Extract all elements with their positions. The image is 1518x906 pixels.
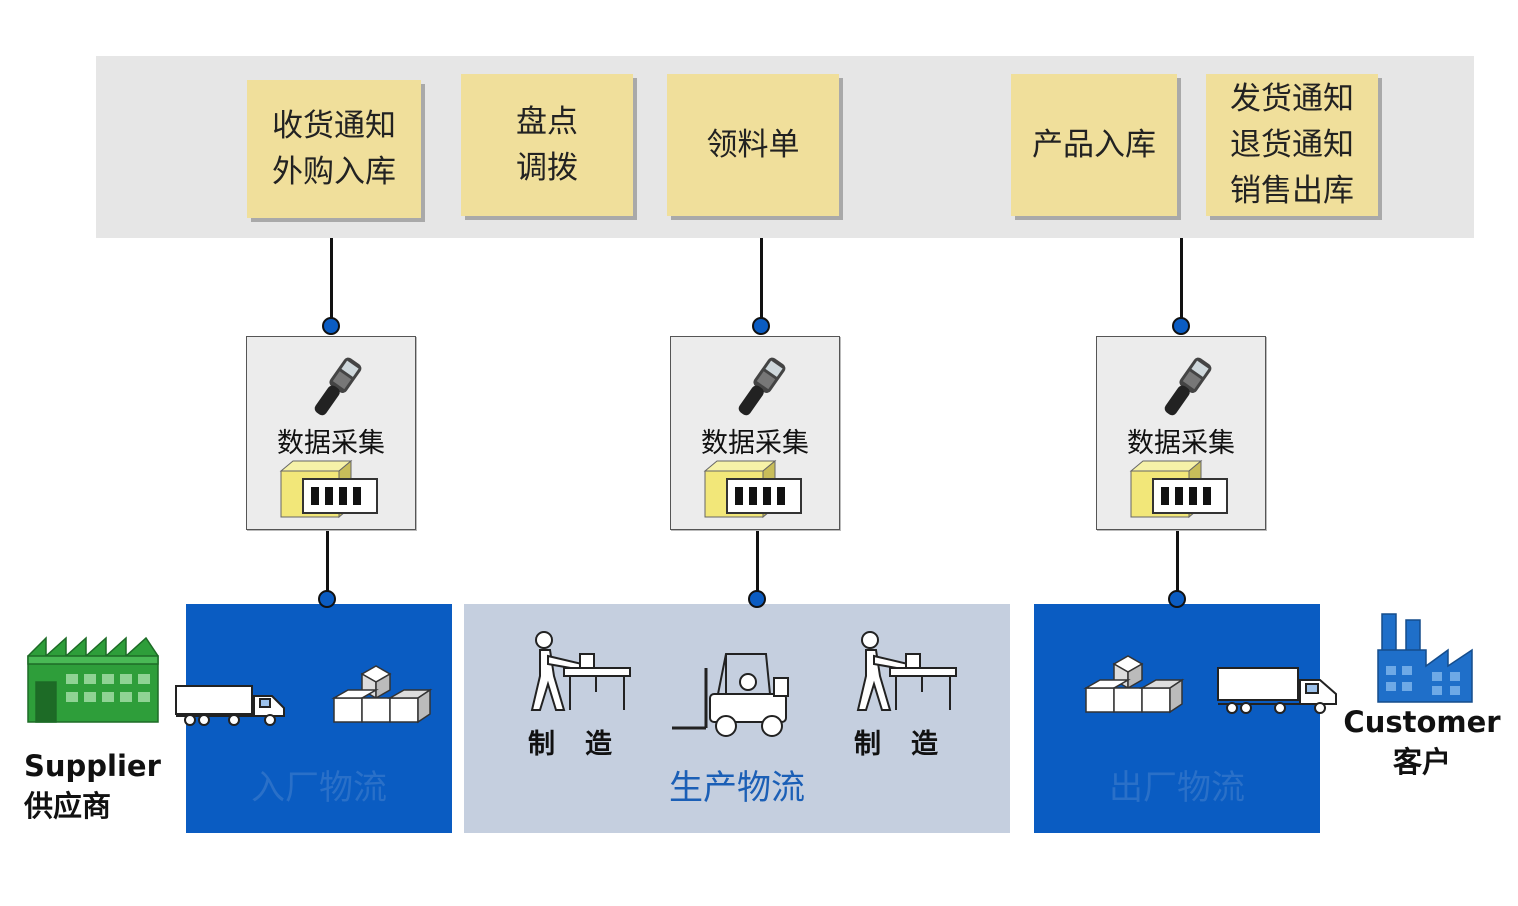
connector-dot [1168, 590, 1186, 608]
factory-icon [27, 636, 159, 723]
note-inventory-line1: 盘点 [516, 104, 578, 140]
zone-production: 制造 制造 生产物流 [464, 604, 1010, 833]
data-collection-label: 数据采集 [701, 428, 809, 459]
boxes-icon [1083, 655, 1185, 714]
scanner-icon [314, 357, 362, 416]
truck-icon [1217, 667, 1337, 714]
connector-line [1176, 530, 1179, 592]
connector-dot [752, 317, 770, 335]
customer-label: Customer 客户 [1340, 702, 1504, 782]
note-picking-line1: 领料单 [706, 127, 800, 163]
boxes-icon [331, 665, 433, 724]
manufacture-label: 制造 [854, 729, 968, 760]
connector-dot [318, 590, 336, 608]
truck-icon [175, 685, 285, 726]
note-inventory-line2: 调拨 [516, 150, 578, 186]
data-collection-inbound: 数据采集 [246, 336, 416, 530]
note-shipping-line1: 发货通知 [1230, 81, 1354, 117]
note-inventory: 盘点 调拨 [461, 74, 633, 216]
barcode-label-icon [703, 459, 802, 519]
forklift-icon [672, 653, 789, 737]
zone-inbound-label: 入厂物流 [251, 768, 387, 808]
data-collection-label: 数据采集 [277, 428, 385, 459]
note-receiving-line1: 收货通知 [272, 108, 396, 144]
connector-line [1180, 238, 1183, 326]
connector-line [760, 238, 763, 326]
barcode-label-icon [1129, 459, 1228, 519]
worker-icon [856, 631, 957, 711]
connector-line [756, 530, 759, 592]
zone-production-label: 生产物流 [669, 768, 805, 808]
note-picking: 领料单 [667, 74, 839, 216]
note-shipping-line2: 退货通知 [1230, 127, 1354, 163]
zone-outbound-label: 出厂物流 [1109, 768, 1245, 808]
manufacture-label: 制造 [528, 729, 642, 760]
zone-outbound: 出厂物流 [1034, 604, 1320, 833]
connector-dot [1172, 317, 1190, 335]
note-receiving: 收货通知 外购入库 [247, 80, 421, 218]
scanner-icon [738, 357, 786, 416]
supplier-label: Supplier 供应商 [24, 746, 161, 826]
data-collection-label: 数据采集 [1127, 428, 1235, 459]
worker-icon [530, 631, 631, 711]
supplier-zh: 供应商 [24, 789, 112, 823]
factory-icon [1377, 613, 1473, 703]
supplier-en: Supplier [24, 749, 161, 783]
connector-line [330, 238, 333, 326]
customer-zh: 客户 [1392, 745, 1451, 779]
note-shipping: 发货通知 退货通知 销售出库 [1206, 74, 1378, 216]
data-collection-production: 数据采集 [670, 336, 840, 530]
connector-line [326, 530, 329, 592]
connector-dot [748, 590, 766, 608]
note-shipping-line3: 销售出库 [1230, 173, 1354, 209]
customer-en: Customer [1343, 705, 1501, 739]
connector-dot [322, 317, 340, 335]
data-collection-outbound: 数据采集 [1096, 336, 1266, 530]
scanner-icon [1164, 357, 1212, 416]
note-receiving-line2: 外购入库 [272, 154, 396, 190]
note-product-in-line1: 产品入库 [1032, 127, 1156, 163]
note-product-in: 产品入库 [1011, 74, 1177, 216]
barcode-label-icon [279, 459, 378, 519]
